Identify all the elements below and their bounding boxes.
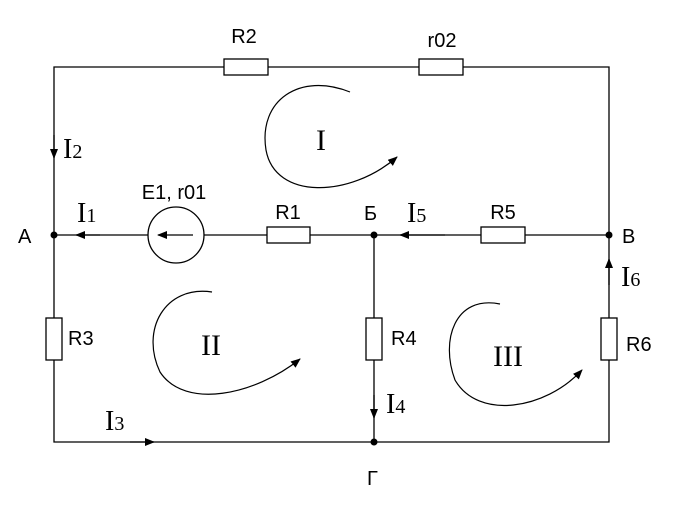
- label-r1: R1: [275, 202, 301, 224]
- node-v-dot: [605, 231, 613, 239]
- node-a-label: А: [18, 226, 32, 248]
- current-i2-label: I2: [63, 134, 82, 165]
- loop-i-label: I: [316, 124, 326, 157]
- resistor-r02: [418, 58, 464, 76]
- label-r5: R5: [490, 202, 516, 224]
- node-v-label: В: [622, 226, 635, 248]
- loop-i-arrow-icon: [264, 84, 398, 189]
- label-r2: R2: [231, 26, 257, 48]
- wires: [53, 66, 610, 443]
- resistor-r1: [266, 226, 311, 244]
- node-a-dot: [50, 231, 58, 239]
- loop-ii-arrow-icon: [152, 290, 301, 395]
- current-i3-label: I3: [105, 406, 124, 437]
- resistor-r4: [365, 317, 383, 361]
- current-i1-label: I1: [77, 198, 96, 229]
- label-r6: R6: [626, 334, 652, 356]
- resistor-r3: [45, 317, 63, 361]
- label-e1: E1, r01: [142, 182, 206, 204]
- resistor-r2: [223, 58, 269, 76]
- node-b-dot: [370, 231, 378, 239]
- label-r02: r02: [428, 30, 457, 52]
- current-i5-label: I5: [407, 198, 426, 229]
- node-g-dot: [370, 438, 378, 446]
- loop-ii-label: II: [201, 329, 221, 362]
- node-g-label: Г: [367, 468, 378, 490]
- label-r3: R3: [68, 328, 94, 350]
- label-r4: R4: [391, 328, 417, 350]
- node-b-label: Б: [364, 203, 377, 225]
- loop-iii-label: III: [493, 340, 523, 373]
- loop-iii-arrow-icon: [448, 302, 583, 406]
- current-i4-label: I4: [386, 389, 405, 420]
- emf-source-e1: [147, 206, 205, 264]
- resistor-r6: [600, 317, 618, 361]
- current-i6-label: I6: [621, 262, 640, 293]
- resistor-r5: [480, 226, 526, 244]
